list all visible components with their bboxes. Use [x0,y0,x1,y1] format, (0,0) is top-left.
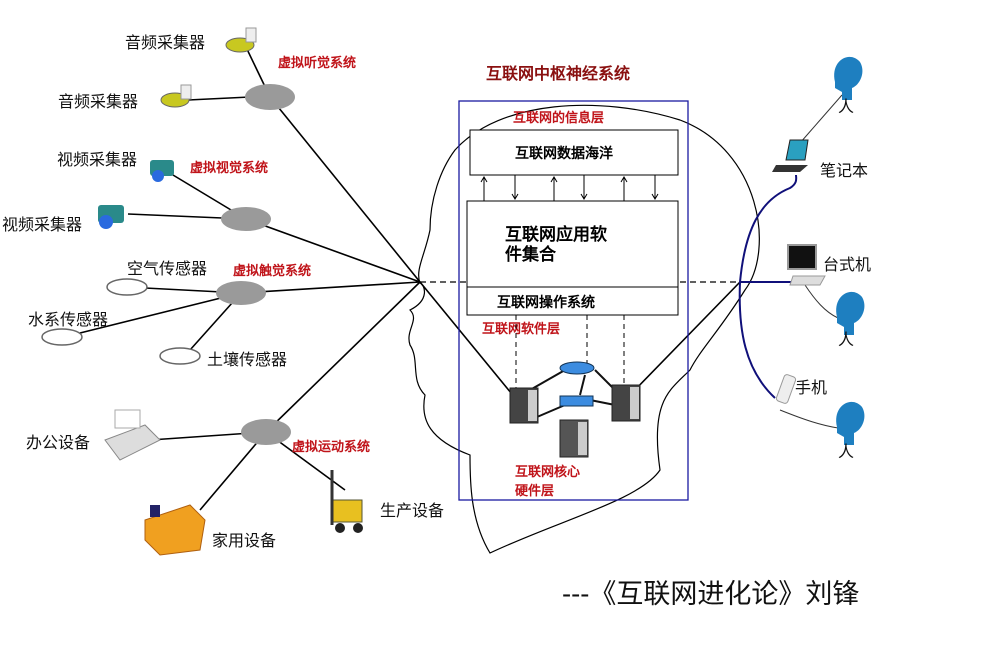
laptop-label: 笔记本 [820,161,868,180]
device-label: 办公设备 [26,433,90,452]
server-icon [611,384,641,422]
printer-icon [104,409,161,461]
laptop-icon [772,139,809,172]
desktop-label: 台式机 [823,255,871,274]
phone-icon [775,374,797,404]
hardware-layer-label: 互联网核心 [515,464,580,480]
software-layer-label: 互联网软件层 [482,321,560,337]
network-links [529,369,616,421]
server-icon [559,419,589,458]
vision-system-label: 虚拟视觉系统 [190,160,268,176]
diagram-title: 互联网中枢神经系统 [486,64,630,83]
data-ocean-box [469,129,679,176]
phone-label: 手机 [795,378,827,397]
device-label: 视频采集器 [2,215,82,234]
motion-system-label: 虚拟运动系统 [292,439,370,455]
forklift-icon [330,470,363,533]
person-icon [834,56,863,100]
device-label: 家用设备 [212,531,276,550]
info-layer-label: 互联网的信息层 [513,110,604,126]
device-label: 空气传感器 [127,259,207,278]
person-label: 人 [838,442,854,461]
central-system-frame [458,100,689,501]
video-camera-icon [150,160,174,182]
device-label: 水系传感器 [28,310,108,329]
app-software-label: 件集合 [505,244,557,265]
device-label: 生产设备 [380,501,444,520]
device-label: 音频采集器 [58,92,138,111]
touch-system-label: 虚拟触觉系统 [233,263,311,279]
person-label: 人 [838,330,854,349]
soil-sensor-icon [159,347,201,365]
data-flow-arrows [480,175,659,201]
device-label: 视频采集器 [57,150,137,169]
person-icon [836,291,865,335]
video-camera-icon [98,205,124,229]
touch-hub [216,281,266,305]
vision-hub [221,207,271,231]
person-links [779,94,843,429]
app-software-label: 互联网应用软 [505,224,607,245]
device-label: 音频采集器 [125,33,205,52]
os-label: 互联网操作系统 [497,294,595,311]
switch-icon [559,395,594,407]
person-label: 人 [838,97,854,116]
hearing-hub [245,84,295,110]
device-label: 土壤传感器 [207,350,287,369]
user-links [738,174,800,399]
desk-icon [144,504,206,556]
hardware-dashed-links [515,315,625,390]
hearing-system-label: 虚拟听觉系统 [278,55,356,71]
air-sensor-icon [106,278,148,296]
water-sensor-icon [41,328,83,346]
caption: ---《互联网进化论》刘锋 [562,579,859,610]
desktop-icon [787,244,826,286]
audio-collector-icon [160,84,192,108]
audio-collector-icon [225,27,257,53]
head-outline [408,104,760,554]
router-icon [559,361,595,375]
motion-hub [241,419,291,445]
os-box [466,286,679,316]
hardware-layer-label: 硬件层 [515,483,554,499]
server-icon [509,387,539,424]
data-ocean-label: 互联网数据海洋 [515,145,613,162]
person-icon [836,401,865,445]
app-software-box [466,200,679,288]
